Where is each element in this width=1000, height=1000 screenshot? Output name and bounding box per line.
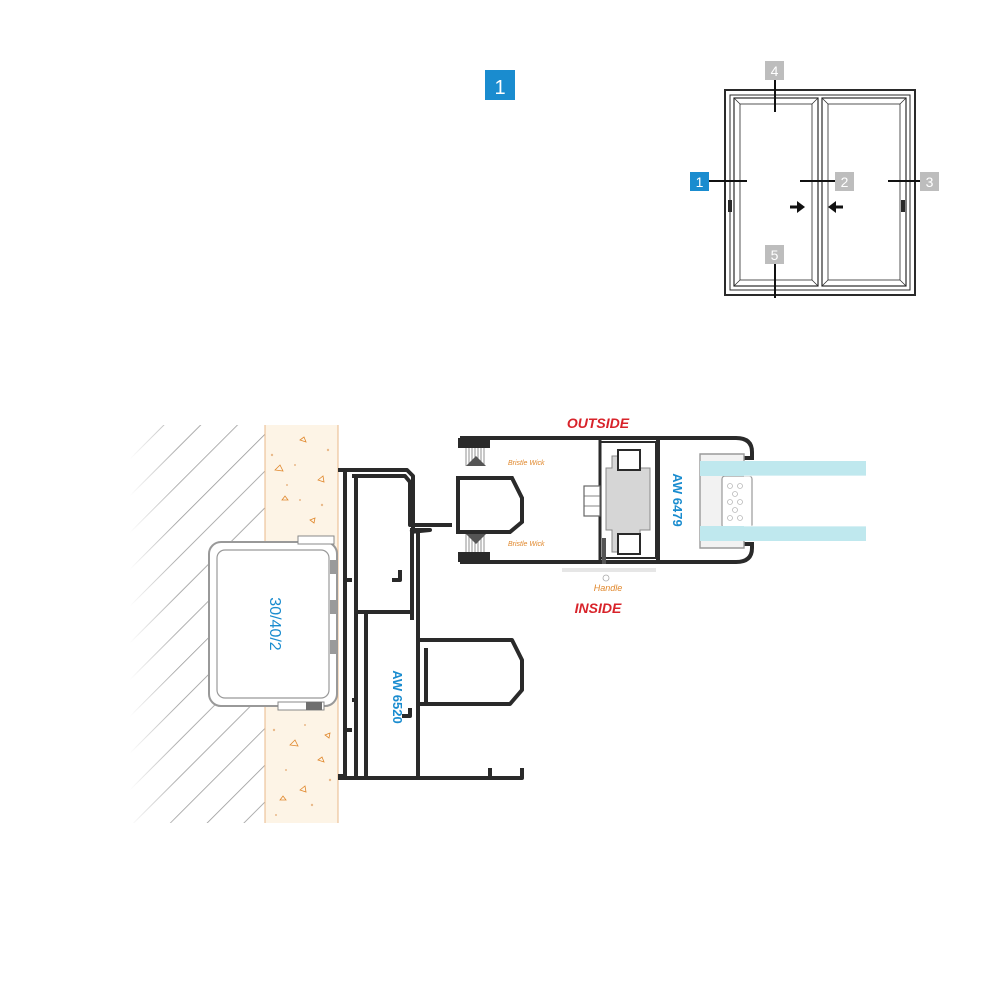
- glass-pane-outer: [700, 461, 866, 476]
- key-plan-right-glass: [827, 103, 901, 281]
- key-plan-inner-frame: [729, 94, 911, 291]
- key-plan-handle-right: [901, 200, 905, 212]
- outside-label: OUTSIDE: [567, 415, 630, 431]
- screw-icon: [602, 538, 606, 564]
- sub-frame-tube: 30/40/2: [208, 535, 338, 711]
- aggregate-specks: [274, 436, 331, 801]
- key-marker-1[interactable]: 1: [690, 172, 709, 191]
- arrow-right-icon: [790, 201, 805, 213]
- key-marker-4-box: [765, 61, 784, 80]
- bristle-wick-bottom-label: Bristle Wick: [508, 541, 545, 548]
- inside-label: INSIDE: [575, 600, 622, 616]
- section-badge: 1: [485, 70, 515, 100]
- glass-pane-inner: [700, 526, 866, 541]
- handle-label: Handle: [594, 583, 623, 593]
- key-marker-5-label: 5: [771, 247, 779, 263]
- key-marker-3-box: [920, 172, 939, 191]
- key-marker-5-box: [765, 245, 784, 264]
- key-marker-1-box: [690, 172, 709, 191]
- bolt-icon: [583, 485, 601, 517]
- key-marker-4-label: 4: [771, 63, 779, 79]
- handle-plate: [562, 568, 656, 572]
- interlock-chamber: [456, 476, 524, 534]
- key-plan-outer-frame: [724, 89, 916, 296]
- section-badge-box: [485, 70, 515, 100]
- sash-profile-label: AW 6479: [670, 473, 685, 526]
- key-marker-2[interactable]: 2: [835, 172, 854, 191]
- key-marker-2-label: 2: [841, 174, 849, 190]
- arrow-left-icon: [828, 201, 843, 213]
- sub-frame-label: 30/40/2: [266, 597, 283, 650]
- section-badge-label: 1: [494, 77, 505, 99]
- frame-profile: [338, 468, 524, 780]
- key-plan: 1 2 3 4 5: [690, 61, 939, 298]
- sash-profile: [456, 436, 866, 582]
- bristle-carrier-top: [462, 438, 490, 448]
- key-marker-2-box: [835, 172, 854, 191]
- frame-profile-label: AW 6520: [390, 670, 405, 723]
- glass-spacer: [721, 475, 753, 529]
- key-marker-3-label: 3: [926, 174, 934, 190]
- key-plan-right-sash: [821, 97, 907, 287]
- key-marker-1-label: 1: [696, 174, 704, 190]
- bristle-carrier-bottom: [462, 552, 490, 562]
- key-plan-handle-left: [728, 200, 732, 212]
- bristle-wick-top-label: Bristle Wick: [508, 460, 545, 467]
- key-marker-5[interactable]: 5: [765, 245, 784, 264]
- key-marker-4[interactable]: 4: [765, 61, 784, 80]
- key-marker-3[interactable]: 3: [920, 172, 939, 191]
